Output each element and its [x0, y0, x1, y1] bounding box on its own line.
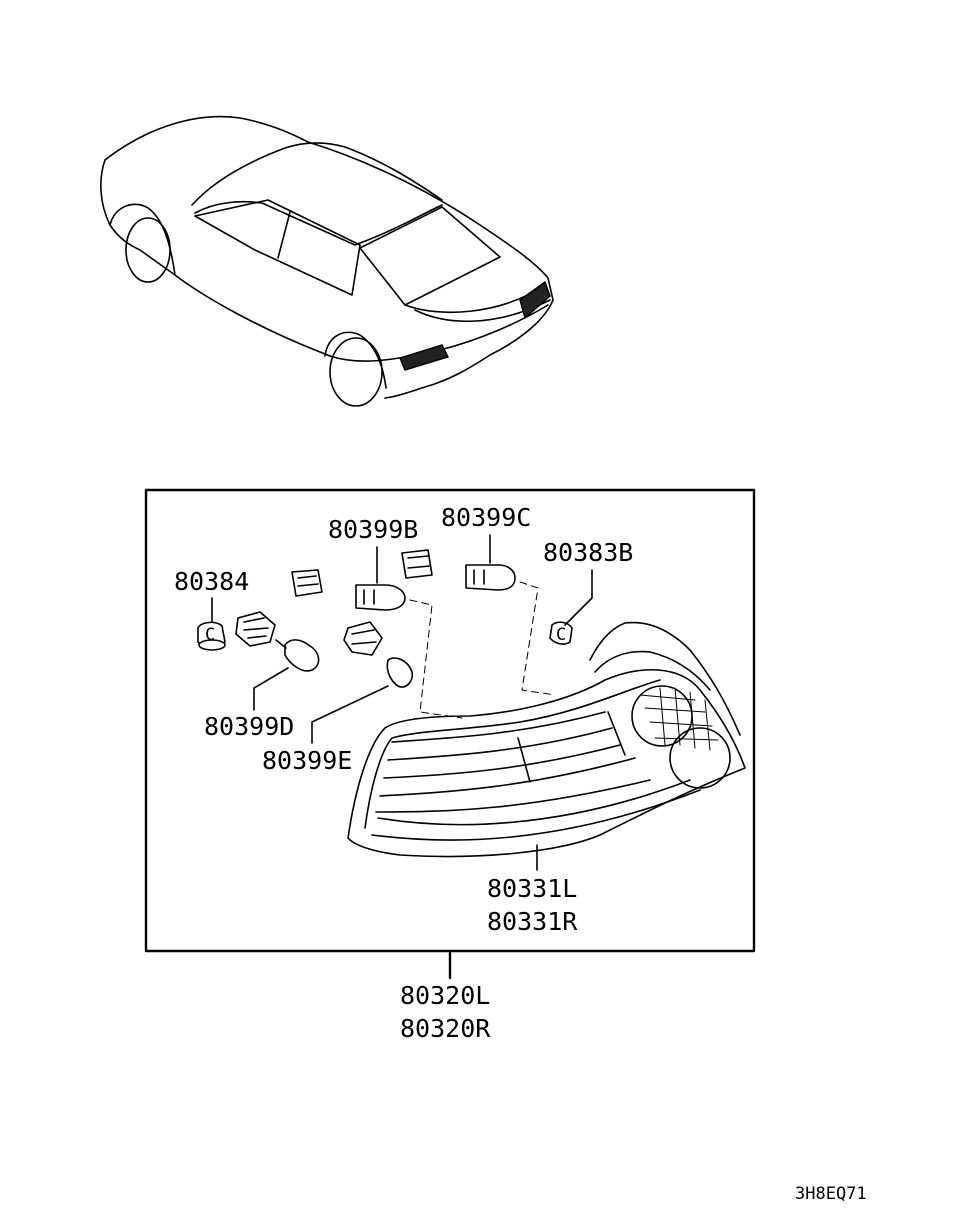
car-illustration — [100, 115, 554, 407]
label-80399b: 80399B — [328, 515, 418, 544]
tail-lamp-right-highlight — [519, 280, 551, 320]
label-80399d: 80399D — [204, 712, 294, 741]
bulb-socket-middle — [343, 621, 383, 656]
label-80320r: 80320R — [400, 1014, 491, 1043]
label-80331r: 80331R — [487, 907, 578, 936]
label-80383b: 80383B — [543, 538, 633, 567]
bulb-socket-top-middle — [401, 549, 433, 579]
grommet-80384: C — [197, 621, 226, 651]
clip-mark-b: C — [556, 625, 566, 645]
label-80384: 80384 — [174, 567, 249, 596]
clip-80383b: C — [549, 621, 573, 645]
wedge-bulb-80399b — [355, 584, 406, 611]
tail-lamp-left-highlight — [399, 344, 449, 371]
label-80320l: 80320L — [400, 981, 490, 1010]
parts-frame — [144, 488, 756, 953]
wedge-bulb-80399c — [465, 564, 516, 591]
bulb-80399e — [386, 657, 414, 688]
bulb-socket-top-left — [291, 569, 323, 597]
label-80331l: 80331L — [487, 874, 577, 903]
part-labels: 80399B 80399C 80383B 80384 80399D 80399E… — [174, 503, 633, 1043]
tail-lamp-assembly — [347, 621, 746, 858]
bulb-socket-left — [235, 611, 320, 672]
diagram-code: 3H8EQ71 — [795, 1184, 867, 1204]
label-80399c: 80399C — [441, 503, 531, 532]
leader-lines — [211, 534, 593, 980]
clip-mark: C — [205, 625, 215, 645]
label-80399e: 80399E — [262, 746, 352, 775]
